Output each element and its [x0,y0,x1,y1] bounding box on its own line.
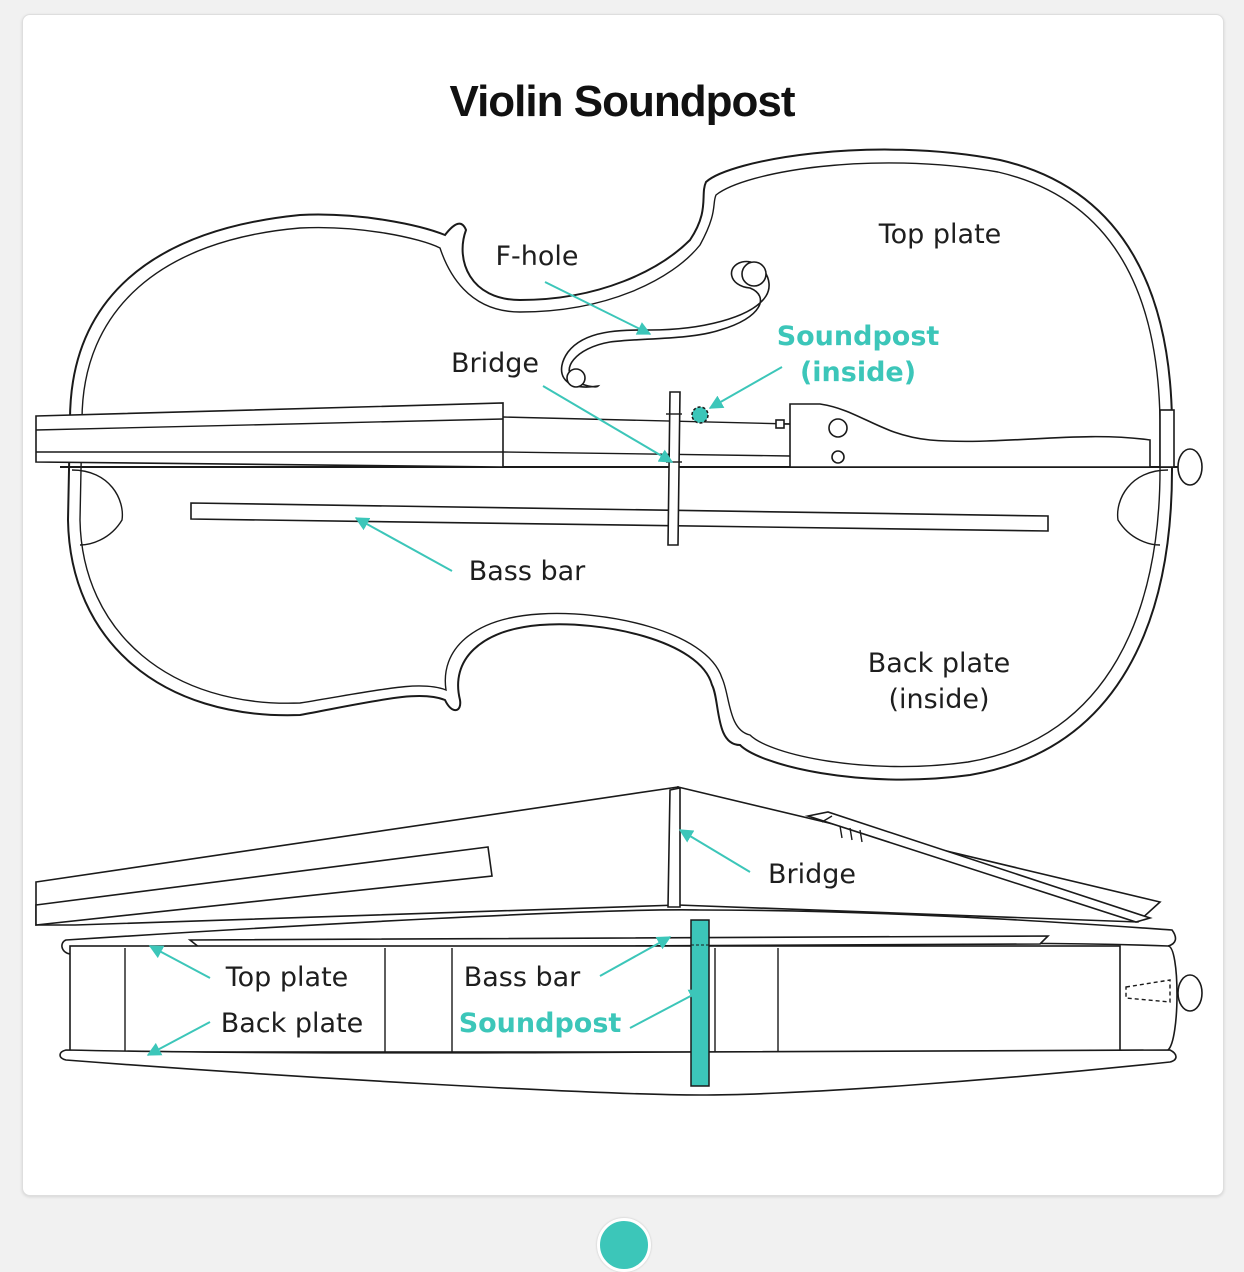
violin-body-outline [66,148,1173,781]
leader-soundpost-top [708,366,783,409]
side-tailpiece [804,811,1153,923]
label-soundpost-top-2: (inside) [800,357,916,388]
leader-f-hole [544,281,652,335]
label-back-plate-2: (inside) [889,684,990,715]
string-lower [502,451,791,457]
side-bridge [667,787,681,908]
label-soundpost-side: Soundpost [459,1008,622,1039]
diagram-title: Violin Soundpost [450,77,796,126]
violin-soundpost-diagram: Violin Soundpost [35,77,1203,1096]
side-ribs [69,945,1121,1053]
violin-logo-icon [597,1218,651,1272]
side-back-plate [59,1049,1177,1096]
fingerboard [35,402,504,468]
soundpost-column [690,919,710,1087]
tailpiece [789,403,1151,468]
f-hole-lower-eye [566,368,586,388]
bass-bar [190,502,1049,532]
endpin [1177,448,1203,486]
leader-bass-bar-side [599,936,672,977]
saddle [1159,409,1175,468]
side-endpin [1177,974,1203,1012]
side-fingerboard-top [35,846,493,926]
violin-purfling [79,162,1161,768]
bridge-top-view [667,391,681,546]
corner-block-left [71,469,124,546]
label-f-hole: F-hole [495,241,578,272]
leader-bridge-top [542,385,674,463]
fine-tuner [828,418,848,438]
label-bass-bar-side: Bass bar [464,962,581,993]
leader-bridge-side [678,829,751,873]
side-end-block [1167,945,1178,1051]
label-bridge-top: Bridge [451,348,539,379]
leader-bass-bar-top [354,517,453,572]
label-bass-bar-top: Bass bar [469,556,586,587]
label-back-plate-side: Back plate [221,1008,364,1039]
label-soundpost-top-1: Soundpost [777,321,940,352]
violin-top-view [35,148,1203,781]
string-upper [502,416,791,425]
leader-soundpost-side [629,989,704,1029]
corner-block-right [1116,469,1169,546]
violin-side-view [35,785,1203,1096]
label-bridge-side: Bridge [768,859,856,890]
f-hole-upper-eye [741,261,767,287]
leader-top-plate-side [148,945,211,979]
label-top-plate: Top plate [878,219,1002,250]
soundpost-marker-top [691,406,709,424]
leader-back-plate-side [146,1021,211,1056]
label-top-plate-side: Top plate [225,962,349,993]
label-back-plate-1: Back plate [868,648,1011,679]
